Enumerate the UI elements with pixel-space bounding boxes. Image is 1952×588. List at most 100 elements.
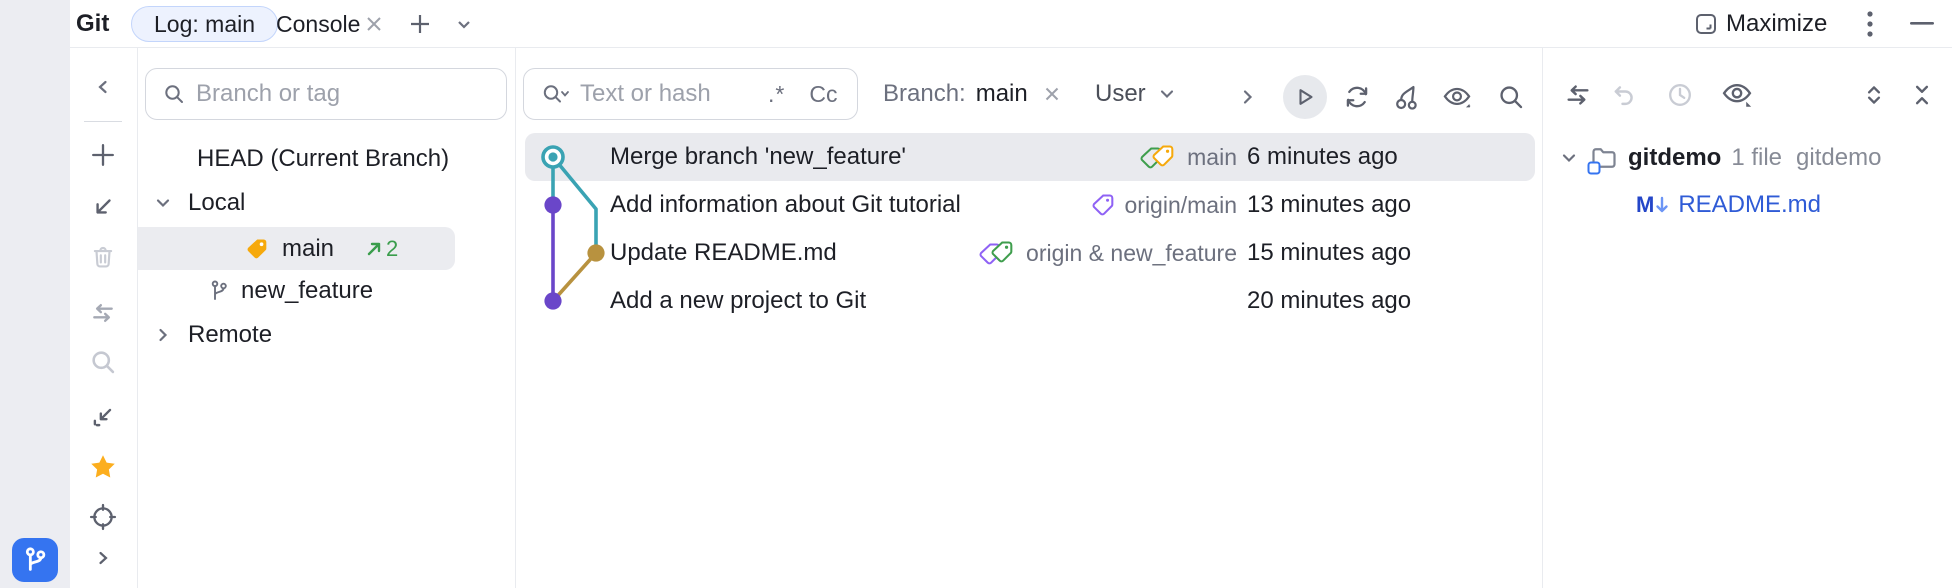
history-clock-icon <box>1659 74 1701 116</box>
collapse-all-icon[interactable] <box>1901 74 1943 116</box>
maximize-label: Maximize <box>1726 10 1828 37</box>
checkout-arrow-icon[interactable] <box>86 190 120 224</box>
tool-window-header: Git Log: main Console Maximize <box>0 0 1952 48</box>
changed-files-panel <box>1543 48 1952 588</box>
user-filter[interactable]: User <box>1095 68 1178 120</box>
match-case-toggle[interactable]: Cc <box>809 80 838 107</box>
tree-item-main-branch[interactable]: main 2 <box>244 227 398 270</box>
tree-item-remote[interactable]: Remote <box>152 314 272 356</box>
git-tool-window-button[interactable] <box>12 538 58 582</box>
more-chevron-icon[interactable] <box>86 541 120 575</box>
ref-tag-origin-main-icon <box>1090 192 1116 218</box>
ref-tags-origin-new-feature-icon <box>977 238 1017 268</box>
module-folder-icon <box>1587 144 1618 175</box>
more-filters-chevron-icon[interactable] <box>1226 75 1270 119</box>
preview-eye-icon[interactable] <box>1716 74 1758 116</box>
commit-node <box>544 292 562 310</box>
close-tab-icon[interactable] <box>360 0 388 48</box>
more-options-kebab-icon[interactable] <box>1858 0 1882 48</box>
compare-branches-icon[interactable] <box>86 296 120 330</box>
commit-row[interactable]: Add information about Git tutorial origi… <box>525 181 1535 229</box>
file-name[interactable]: README.md <box>1678 191 1822 218</box>
root-name: gitdemo <box>1628 144 1722 171</box>
branch-search-field[interactable] <box>145 68 507 120</box>
jump-to-icon[interactable] <box>86 400 120 434</box>
expand-all-icon[interactable] <box>1853 74 1895 116</box>
tool-window-title: Git <box>76 10 110 37</box>
ref-label: origin/main <box>1124 191 1238 218</box>
play-icon <box>1293 85 1317 109</box>
remote-label: Remote <box>188 321 273 348</box>
maximize-button[interactable]: Maximize <box>1694 0 1827 48</box>
commit-graph <box>541 145 605 310</box>
commit-message: Add a new project to Git <box>610 287 867 314</box>
arrow-up-right-icon <box>367 242 381 255</box>
branch-filter-label: Branch: <box>883 80 966 107</box>
zoom-search-icon[interactable] <box>1489 75 1533 119</box>
branches-panel <box>138 48 516 588</box>
branch-filter-value: main <box>975 80 1028 107</box>
branch-name: main <box>282 234 335 262</box>
local-label: Local <box>188 189 246 216</box>
regex-toggle[interactable]: .* <box>768 80 786 107</box>
branch-name: new_feature <box>241 277 374 304</box>
commit-node <box>544 196 562 214</box>
tab-log-main[interactable]: Log: main <box>131 6 279 42</box>
commit-row[interactable]: Update README.md origin & new_feature 15… <box>525 229 1535 277</box>
commit-row[interactable]: Add a new project to Git 20 minutes ago <box>525 277 1535 325</box>
head-label: HEAD (Current Branch) <box>197 145 450 172</box>
ref-label: origin & new_feature <box>1026 239 1237 266</box>
ref-tags-main-icon <box>1138 142 1178 172</box>
new-tab-icon[interactable] <box>402 0 438 48</box>
tab-console[interactable]: Console <box>276 10 361 37</box>
commit-time: 13 minutes ago <box>1247 191 1412 218</box>
selected-commit-highlight <box>525 133 1535 181</box>
tree-item-head[interactable]: HEAD (Current Branch) <box>197 138 449 180</box>
commit-message: Merge branch 'new_feature' <box>610 143 907 170</box>
commit-node <box>587 244 605 262</box>
remove-filter-icon[interactable] <box>1042 84 1062 104</box>
undo-icon <box>1603 74 1645 116</box>
tree-item-new-feature-branch[interactable]: new_feature <box>207 270 373 312</box>
branch-search-input[interactable] <box>196 80 490 108</box>
cherry-pick-icon[interactable] <box>1385 75 1429 119</box>
locate-target-icon[interactable] <box>86 500 120 534</box>
tree-item-local[interactable]: Local <box>152 182 245 224</box>
commit-time: 20 minutes ago <box>1247 287 1412 314</box>
repo-name: gitdemo <box>1796 144 1882 171</box>
hide-tool-window-icon[interactable] <box>1906 0 1938 48</box>
ref-label: main <box>1187 143 1237 170</box>
tab-list-chevron-icon[interactable] <box>446 0 482 48</box>
search-icon <box>162 82 186 106</box>
preview-eye-icon[interactable] <box>1435 75 1479 119</box>
commit-search-field[interactable]: .* Cc <box>523 68 858 120</box>
chevron-down-icon[interactable] <box>152 192 174 214</box>
favorites-star-icon[interactable] <box>86 450 120 484</box>
refresh-icon[interactable] <box>1335 75 1379 119</box>
search-branch-icon[interactable] <box>86 345 120 379</box>
commit-message: Update README.md <box>610 239 837 266</box>
git-branch-icon <box>21 546 49 574</box>
commit-row[interactable]: Merge branch 'new_feature' main 6 minute… <box>525 133 1535 181</box>
chevron-right-icon[interactable] <box>152 324 174 346</box>
toolbar-divider <box>84 121 122 122</box>
delete-branch-icon <box>86 240 120 274</box>
tool-window-stripe <box>0 0 70 588</box>
branch-icon <box>207 279 231 303</box>
chevron-down-icon[interactable] <box>1558 147 1580 169</box>
search-with-options-icon <box>540 81 570 107</box>
changed-files-root-row[interactable]: gitdemo 1 file gitdemo <box>1558 137 1881 179</box>
branch-filter[interactable]: Branch: main <box>883 68 1062 120</box>
commit-time: 6 minutes ago <box>1247 143 1398 170</box>
swap-sides-icon[interactable] <box>1557 74 1599 116</box>
commit-search-input[interactable] <box>580 80 750 108</box>
changed-file-row[interactable]: M README.md <box>1636 184 1821 226</box>
markdown-file-icon: M <box>1636 194 1670 216</box>
run-button[interactable] <box>1283 75 1327 119</box>
tag-icon <box>244 236 270 262</box>
new-branch-icon[interactable] <box>86 138 120 172</box>
user-filter-label: User <box>1095 80 1146 107</box>
hide-panel-chevron-icon[interactable] <box>86 70 120 104</box>
selected-branch-highlight <box>126 227 455 270</box>
